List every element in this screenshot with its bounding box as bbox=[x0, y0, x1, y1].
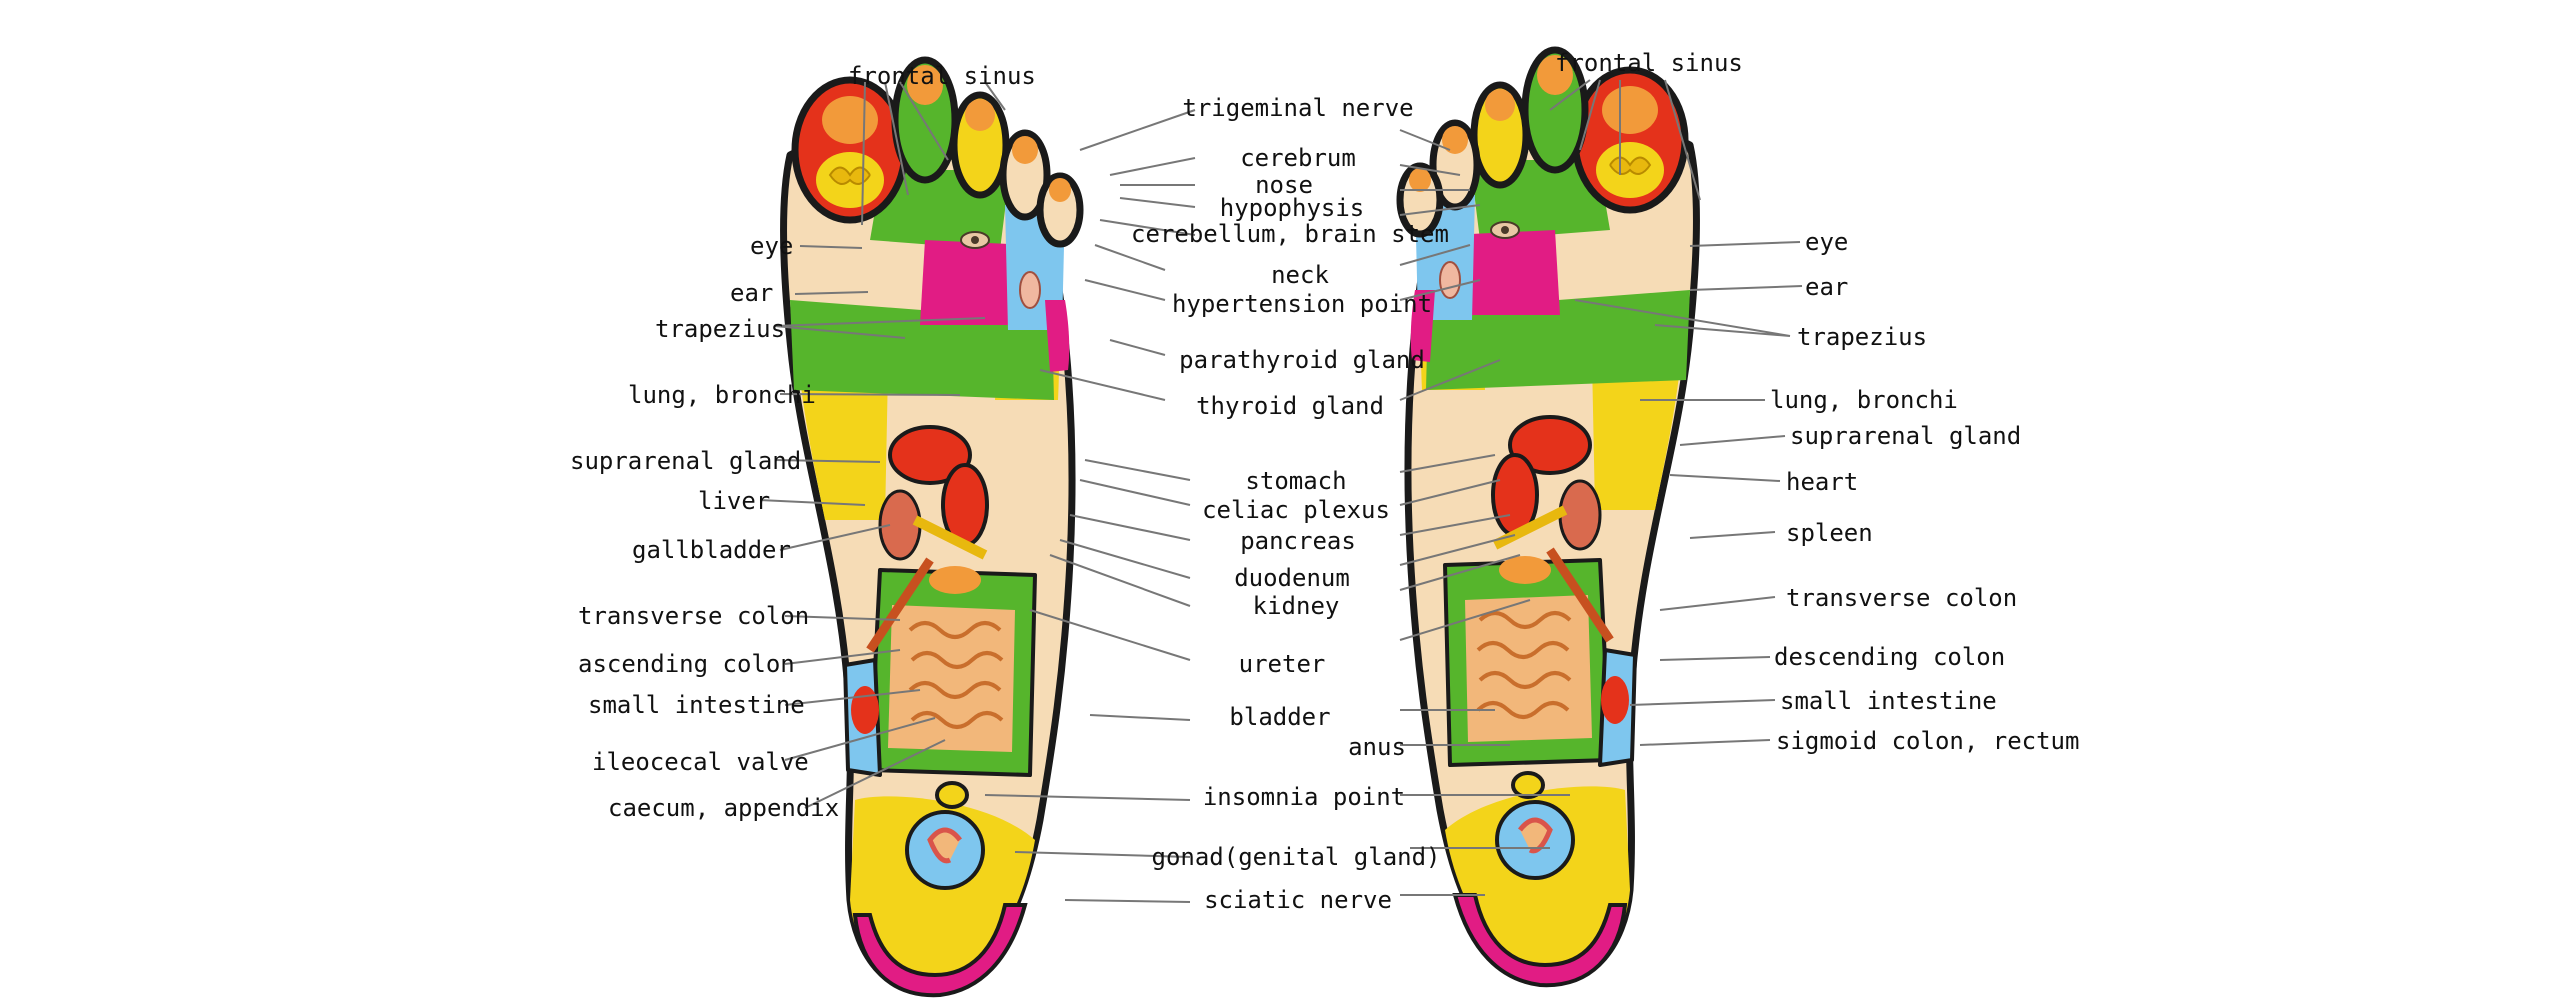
label-anus: anus bbox=[1348, 733, 1406, 761]
label-sciatic-nerve: sciatic nerve bbox=[1204, 886, 1392, 914]
label-right-frontal-sinus: frontal sinus bbox=[1555, 49, 1743, 77]
label-nose: nose bbox=[1255, 171, 1313, 199]
label-right-suprarenal-gland: suprarenal gland bbox=[1790, 422, 2021, 450]
label-right-transverse-colon: transverse colon bbox=[1786, 584, 2017, 612]
label-cerebellum-brain-stem: cerebellum, brain stem bbox=[1131, 220, 1449, 248]
label-right-lung-bronchi: lung, bronchi bbox=[1770, 386, 1958, 414]
label-kidney: kidney bbox=[1253, 592, 1340, 620]
label-left-small-intestine: small intestine bbox=[588, 691, 805, 719]
label-bladder: bladder bbox=[1229, 703, 1330, 731]
label-left-lung-bronchi: lung, bronchi bbox=[628, 381, 816, 409]
label-left-frontal-sinus: frontal sinus bbox=[848, 62, 1036, 90]
label-neck: neck bbox=[1271, 261, 1329, 289]
label-left-ear: ear bbox=[730, 279, 773, 307]
label-left-ascending-colon: ascending colon bbox=[578, 650, 795, 678]
label-duodenum: duodenum bbox=[1234, 564, 1350, 592]
label-celiac-plexus: celiac plexus bbox=[1202, 496, 1390, 524]
label-right-eye: eye bbox=[1805, 228, 1848, 256]
label-ureter: ureter bbox=[1239, 650, 1326, 678]
left-labels: frontal sinus eye ear trapezius lung, br… bbox=[570, 62, 1036, 822]
label-left-gallbladder: gallbladder bbox=[632, 536, 791, 564]
label-left-liver: liver bbox=[698, 487, 770, 515]
label-right-sigmoid-colon-rectum: sigmoid colon, rectum bbox=[1776, 727, 2079, 755]
label-thyroid-gland: thyroid gland bbox=[1196, 392, 1384, 420]
label-pancreas: pancreas bbox=[1240, 527, 1356, 555]
label-hypertension-point: hypertension point bbox=[1172, 290, 1432, 318]
label-left-eye: eye bbox=[750, 232, 793, 260]
label-right-small-intestine: small intestine bbox=[1780, 687, 1997, 715]
label-parathyroid-gland: parathyroid gland bbox=[1179, 346, 1425, 374]
label-right-spleen: spleen bbox=[1786, 519, 1873, 547]
right-labels: frontal sinus eye ear trapezius lung, br… bbox=[1555, 49, 2079, 755]
label-insomnia-point: insomnia point bbox=[1203, 783, 1405, 811]
label-cerebrum: cerebrum bbox=[1240, 144, 1356, 172]
label-right-descending-colon: descending colon bbox=[1774, 643, 2005, 671]
leader-lines bbox=[759, 79, 1803, 903]
label-right-trapezius: trapezius bbox=[1797, 323, 1927, 351]
label-left-transverse-colon: transverse colon bbox=[578, 602, 809, 630]
label-left-ileocecal-valve: ileocecal valve bbox=[592, 748, 809, 776]
label-right-heart: heart bbox=[1786, 468, 1858, 496]
label-trigeminal-nerve: trigeminal nerve bbox=[1182, 94, 1413, 122]
center-labels: trigeminal nerve cerebrum nose hypophysi… bbox=[1131, 94, 1449, 914]
label-stomach: stomach bbox=[1245, 467, 1346, 495]
label-right-ear: ear bbox=[1805, 273, 1848, 301]
label-gonad: gonad(genital gland) bbox=[1152, 843, 1441, 871]
label-left-caecum-appendix: caecum, appendix bbox=[608, 794, 839, 822]
label-hypophysis: hypophysis bbox=[1220, 194, 1365, 222]
left-foot bbox=[783, 60, 1080, 995]
label-left-trapezius: trapezius bbox=[655, 315, 785, 343]
label-left-suprarenal-gland: suprarenal gland bbox=[570, 447, 801, 475]
